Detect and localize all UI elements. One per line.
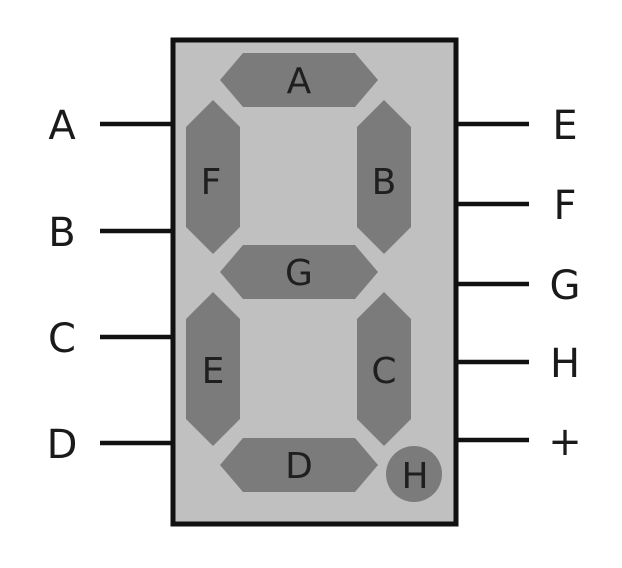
segment-label-c: C — [371, 351, 396, 392]
segment-b — [357, 100, 411, 254]
right-pin-label-e: E — [552, 103, 577, 149]
segment-f — [186, 100, 240, 254]
segment-d — [220, 438, 378, 492]
segment-label-d: D — [285, 446, 313, 487]
right-pin-labels: E F G H + — [548, 103, 582, 465]
left-pin-labels: A B C D — [47, 103, 78, 468]
segment-e — [186, 292, 240, 446]
segment-labels: A G D F B E C H — [201, 61, 429, 497]
right-pin-label-h: H — [550, 341, 580, 387]
left-pin-label-d: D — [47, 422, 78, 468]
segment-label-e: E — [202, 351, 225, 392]
right-pin-label-g: G — [550, 263, 581, 309]
segment-label-h: H — [401, 456, 428, 497]
segment-c — [357, 292, 411, 446]
segment-label-a: A — [287, 61, 312, 102]
right-pin-label-plus: + — [548, 419, 582, 465]
left-pin-lines — [100, 121, 173, 446]
left-pin-label-a: A — [48, 103, 76, 149]
right-pin-label-f: F — [553, 183, 576, 229]
segment-label-g: G — [285, 253, 313, 294]
left-pin-label-c: C — [48, 316, 76, 362]
segment-g — [220, 245, 378, 299]
segments — [186, 53, 442, 502]
segment-label-b: B — [372, 162, 397, 203]
segment-label-f: F — [201, 162, 222, 203]
right-pin-lines — [456, 121, 529, 443]
left-pin-label-b: B — [48, 210, 75, 256]
segment-h-dot — [386, 446, 442, 502]
segment-a — [220, 53, 378, 107]
